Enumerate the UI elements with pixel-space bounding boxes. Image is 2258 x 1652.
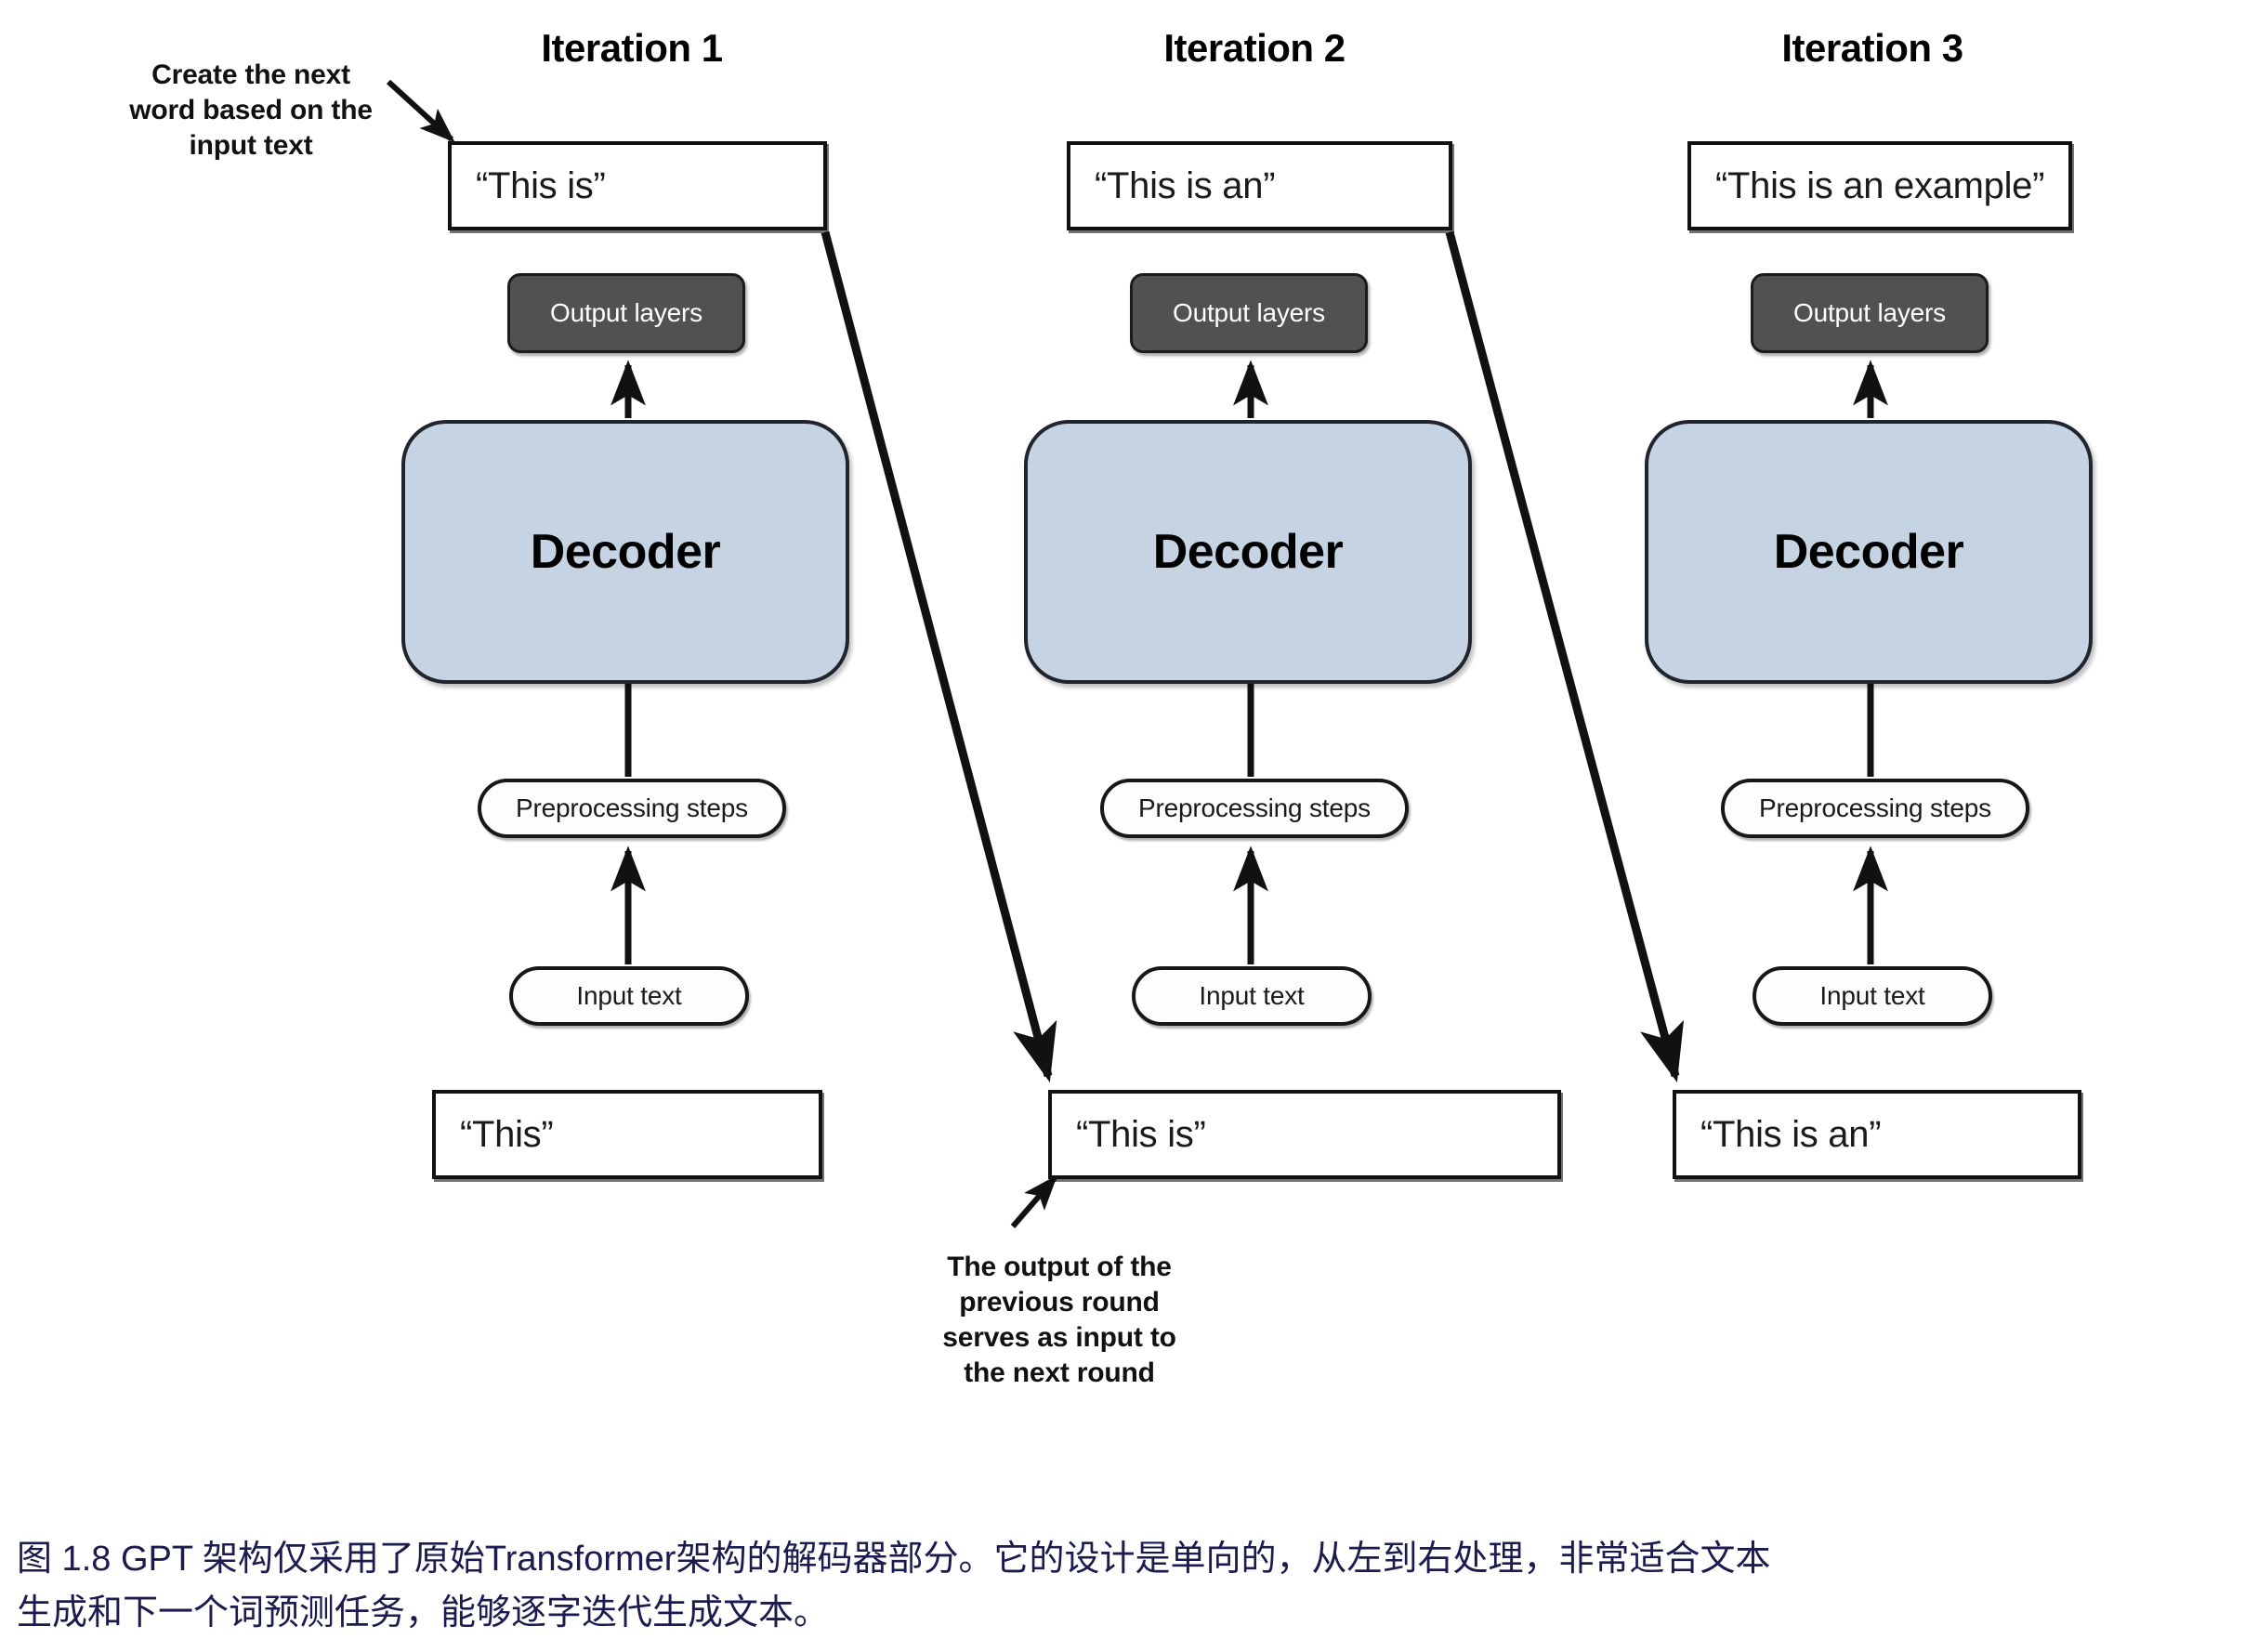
annotation-output-previous-round: The output of the previous round serves … (942, 1252, 1176, 1389)
output-box-text-iteration-3: “This is an example” (1715, 164, 2045, 206)
output-box-iteration-2: “This is an” (1067, 141, 1452, 230)
output-layers-box-iteration-1: Output layers (507, 273, 745, 353)
preprocessing-box-iteration-1: Preprocessing steps (478, 779, 786, 838)
input-box-text-iteration-3: “This is an” (1700, 1113, 1882, 1155)
input-box-iteration-3: “This is an” (1673, 1090, 2081, 1179)
decoder-box-iteration-3: Decoder (1645, 420, 2093, 684)
input-text-label-iteration-1: Input text (576, 981, 682, 1010)
input-box-text-iteration-1: “This” (460, 1113, 554, 1155)
input-text-label-iteration-3: Input text (1819, 981, 1925, 1010)
preprocessing-label-iteration-3: Preprocessing steps (1759, 793, 1991, 822)
decoder-label-iteration-1: Decoder (530, 525, 721, 579)
preprocessing-label-iteration-1: Preprocessing steps (516, 793, 748, 822)
caption-line-1: 图 1.8 GPT 架构仅采用了原始Transformer架构的解码器部分。它的… (17, 1540, 1771, 1579)
output-box-text-iteration-2: “This is an” (1095, 164, 1276, 206)
column-title-iteration-3: Iteration 3 (1781, 26, 1963, 70)
output-box-iteration-3: “This is an example” (1687, 141, 2072, 230)
output-layers-label-iteration-1: Output layers (550, 298, 702, 327)
callout-arrow-bottom-center (1010, 1174, 1058, 1228)
column-title-iteration-1: Iteration 1 (541, 26, 723, 70)
decoder-box-iteration-1: Decoder (401, 420, 849, 684)
output-layers-label-iteration-3: Output layers (1793, 298, 1946, 327)
decoder-label-iteration-3: Decoder (1773, 525, 1964, 579)
decoder-box-iteration-2: Decoder (1024, 420, 1472, 684)
input-text-box-iteration-1: Input text (509, 966, 749, 1026)
preprocessing-label-iteration-2: Preprocessing steps (1138, 793, 1371, 822)
preprocessing-box-iteration-2: Preprocessing steps (1100, 779, 1409, 838)
output-layers-label-iteration-2: Output layers (1173, 298, 1325, 327)
input-text-box-iteration-3: Input text (1753, 966, 1992, 1026)
preprocessing-box-iteration-3: Preprocessing steps (1721, 779, 2029, 838)
output-layers-box-iteration-3: Output layers (1751, 273, 1989, 353)
feedback-arrow-iter2-to-iter3 (1445, 230, 1685, 1082)
output-box-text-iteration-1: “This is” (476, 164, 606, 206)
input-box-iteration-2: “This is” (1048, 1090, 1561, 1179)
input-box-iteration-1: “This” (432, 1090, 822, 1179)
annotation-create-next-word: Create the next word based on the input … (129, 59, 373, 162)
input-text-label-iteration-2: Input text (1199, 981, 1305, 1010)
input-text-box-iteration-2: Input text (1132, 966, 1372, 1026)
output-layers-box-iteration-2: Output layers (1130, 273, 1368, 353)
decoder-label-iteration-2: Decoder (1152, 525, 1344, 579)
column-title-iteration-2: Iteration 2 (1163, 26, 1346, 70)
feedback-arrow-iter1-to-iter2 (820, 230, 1057, 1082)
figure-caption: 图 1.8 GPT 架构仅采用了原始Transformer架构的解码器部分。它的… (17, 1533, 2247, 1641)
input-box-text-iteration-2: “This is” (1076, 1113, 1206, 1155)
caption-line-2: 生成和下一个词预测任务，能够逐字迭代生成文本。 (17, 1593, 830, 1632)
output-box-iteration-1: “This is” (448, 141, 827, 230)
